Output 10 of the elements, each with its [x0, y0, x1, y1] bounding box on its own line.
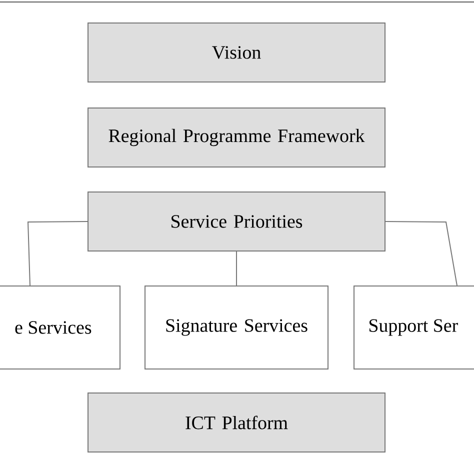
- process-box: e Services: [0, 286, 120, 370]
- process-box: Vision: [88, 22, 386, 82]
- process-box: Support Ser: [354, 286, 474, 370]
- process-box: Service Priorities: [88, 192, 386, 252]
- connector-line: [385, 221, 458, 286]
- process-box: Regional Programme Framework: [88, 108, 386, 168]
- connector-line: [236, 251, 237, 286]
- process-box: Signature Services: [144, 286, 328, 370]
- process-box: ICT Platform: [88, 392, 386, 452]
- connector-line: [27, 221, 88, 286]
